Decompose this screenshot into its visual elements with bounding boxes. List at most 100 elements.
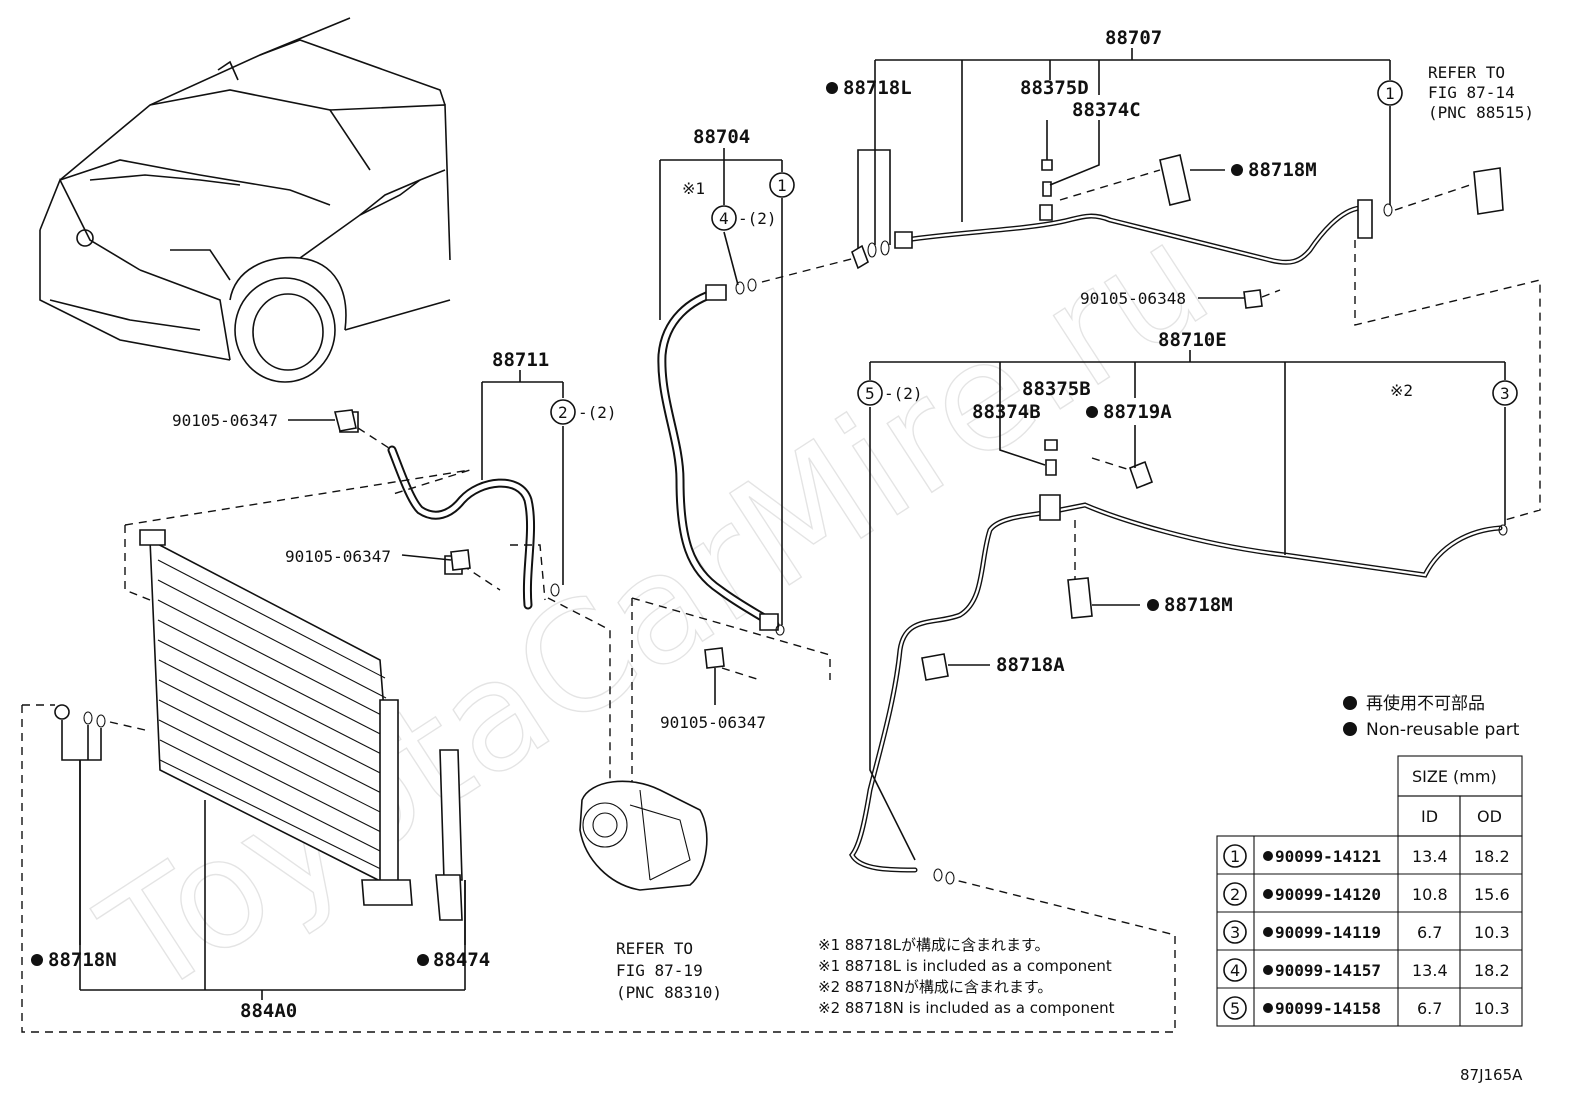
size-table-col-id: ID <box>1421 807 1438 826</box>
legend-jp: 再使用不可部品 <box>1366 693 1485 714</box>
row-dot <box>1263 965 1273 975</box>
label-88707: 88707 <box>1105 27 1162 49</box>
row-id: 6.7 <box>1417 923 1442 942</box>
non-reusable-dot-88719A <box>1086 406 1098 418</box>
row-id: 13.4 <box>1412 961 1448 980</box>
row-id: 10.8 <box>1412 885 1448 904</box>
row-part: 90099-14119 <box>1275 923 1381 942</box>
part-labels: 88707 88718L 88375D 88374C 88718M REFER … <box>31 27 1534 1022</box>
refer-bottom-line1: REFER TO <box>616 939 693 958</box>
non-reusable-dot-88718N <box>31 954 43 966</box>
row-od: 15.6 <box>1474 885 1510 904</box>
row-dot <box>1263 1003 1273 1013</box>
circled-ref-1-top: 1 <box>1385 84 1395 103</box>
refer-top-line3: (PNC 88515) <box>1428 103 1534 122</box>
row-od: 10.3 <box>1474 999 1510 1018</box>
vehicle-illustration <box>39 17 451 383</box>
row-dot <box>1263 889 1273 899</box>
figure-code: 87J165A <box>1460 1066 1523 1084</box>
row-ref: 4 <box>1230 961 1240 980</box>
size-table-row: 4 90099-14157 13.4 18.2 <box>1223 958 1510 982</box>
legend: 再使用不可部品 Non-reusable part <box>1343 693 1520 740</box>
label-88374B: 88374B <box>972 401 1041 423</box>
refer-bottom-line3: (PNC 88310) <box>616 983 722 1002</box>
row-od: 18.2 <box>1474 961 1510 980</box>
non-reusable-dot-88474 <box>417 954 429 966</box>
legend-dot-en <box>1343 722 1357 736</box>
hose-88711 <box>339 411 560 610</box>
component-notes: ※1 88718Lが構成に含まれます。 ※1 88718L is include… <box>818 936 1115 1017</box>
row-part: 90099-14120 <box>1275 885 1381 904</box>
size-table-row: 2 90099-14120 10.8 15.6 <box>1223 882 1510 906</box>
compressor <box>579 780 708 891</box>
label-88375B: 88375B <box>1022 378 1091 400</box>
label-88718M-top: 88718M <box>1248 159 1317 181</box>
row-ref: 2 <box>1230 885 1240 904</box>
size-table-title: SIZE (mm) <box>1412 767 1497 786</box>
circled-ref-4: 4 <box>719 209 729 228</box>
row-ref: 1 <box>1230 847 1240 866</box>
row-od: 10.3 <box>1474 923 1510 942</box>
label-88718L: 88718L <box>843 77 912 99</box>
condenser-assembly <box>54 529 463 921</box>
condenser-fins <box>157 559 396 877</box>
label-88719A: 88719A <box>1103 401 1172 423</box>
mark-2-text: ※2 <box>1390 381 1413 400</box>
leader-dashes-left <box>21 427 1176 1033</box>
note-2-jp: ※2 88718Nが構成に含まれます。 <box>818 978 1052 996</box>
refer-top-line2: FIG 87-14 <box>1428 83 1515 102</box>
leader-lines <box>61 48 1506 1000</box>
row-ref: 5 <box>1230 999 1240 1018</box>
circled-ref-1-hose: 1 <box>777 176 787 195</box>
row-part: 90099-14158 <box>1275 999 1381 1018</box>
label-88474: 88474 <box>433 949 490 971</box>
pipe-88707 <box>851 154 1541 521</box>
label-88718M-mid: 88718M <box>1164 594 1233 616</box>
mark-1-text: ※1 <box>682 179 705 198</box>
hose-88704 <box>631 257 856 870</box>
label-88375D: 88375D <box>1020 77 1089 99</box>
size-table: SIZE (mm) ID OD 1 90099-14121 13.4 18.2 … <box>1216 755 1523 1027</box>
circled-references: 1 1 4 -(2) 2 -(2) 5 -(2) 3 <box>550 80 1518 425</box>
qty-ref-4: -(2) <box>738 209 777 228</box>
row-id: 6.7 <box>1417 999 1442 1018</box>
label-88718N: 88718N <box>48 949 117 971</box>
label-88374C: 88374C <box>1072 99 1141 121</box>
circled-ref-5: 5 <box>865 384 875 403</box>
non-reusable-dot-88718M-mid <box>1147 599 1159 611</box>
note-2-en: ※2 88718N is included as a component <box>818 999 1115 1017</box>
row-ref: 3 <box>1230 923 1240 942</box>
label-88711: 88711 <box>492 349 549 371</box>
bolt-icons <box>333 289 1263 669</box>
row-dot <box>1263 927 1273 937</box>
label-88710E: 88710E <box>1158 329 1227 351</box>
row-id: 13.4 <box>1412 847 1448 866</box>
label-88718A: 88718A <box>996 654 1065 676</box>
legend-dot-jp <box>1343 696 1357 710</box>
row-od: 18.2 <box>1474 847 1510 866</box>
circled-ref-3: 3 <box>1500 384 1510 403</box>
size-table-row: 3 90099-14119 6.7 10.3 <box>1223 920 1510 944</box>
note-1-jp: ※1 88718Lが構成に含まれます。 <box>818 936 1049 954</box>
qty-ref-2: -(2) <box>578 403 617 422</box>
size-table-row: 1 90099-14121 13.4 18.2 <box>1223 844 1510 868</box>
row-part: 90099-14121 <box>1275 847 1381 866</box>
label-884A0: 884A0 <box>240 1000 297 1022</box>
circled-ref-2: 2 <box>558 403 568 422</box>
note-1-en: ※1 88718L is included as a component <box>818 957 1112 975</box>
pipe-88710E <box>849 439 1508 885</box>
refer-top-line1: REFER TO <box>1428 63 1505 82</box>
row-part: 90099-14157 <box>1275 961 1381 980</box>
size-table-row: 5 90099-14158 6.7 10.3 <box>1223 996 1510 1020</box>
non-reusable-dot-88718L <box>826 82 838 94</box>
label-bolt-b: 90105-06347 <box>285 547 391 566</box>
label-88704: 88704 <box>693 126 750 148</box>
non-reusable-dot-88718M-top <box>1231 164 1243 176</box>
row-dot <box>1263 851 1273 861</box>
size-table-col-od: OD <box>1477 807 1502 826</box>
label-bolt-a: 90105-06347 <box>172 411 278 430</box>
label-bolt-d: 90105-06348 <box>1080 289 1186 308</box>
legend-en: Non-reusable part <box>1366 720 1520 740</box>
